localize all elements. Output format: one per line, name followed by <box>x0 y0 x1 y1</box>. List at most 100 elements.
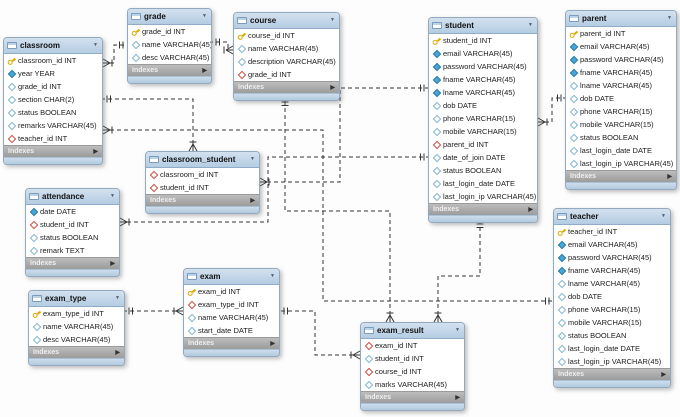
column-row[interactable]: last_login_date DATE <box>429 177 537 190</box>
indexes-bar[interactable]: Indexes ▶ <box>234 81 339 93</box>
column-row[interactable]: status BOOLEAN <box>566 131 676 144</box>
column-row[interactable]: phone VARCHAR(15) <box>429 112 537 125</box>
relationship-attendance-student[interactable] <box>119 153 428 227</box>
expand-icon[interactable]: ▶ <box>115 349 120 356</box>
column-row[interactable]: student_id INT <box>26 218 119 231</box>
column-row[interactable]: marks VARCHAR(45) <box>361 378 464 391</box>
table-attendance[interactable]: attendance ▼ date DATE student_id INT st… <box>25 188 120 277</box>
collapse-icon[interactable]: ▼ <box>250 156 255 162</box>
column-row[interactable]: last_login_ip VARCHAR(45) <box>429 190 537 203</box>
expand-icon[interactable]: ▶ <box>528 206 533 213</box>
column-row[interactable]: lname VARCHAR(45) <box>554 277 670 290</box>
column-row[interactable]: teacher_id INT <box>554 225 670 238</box>
indexes-bar[interactable]: Indexes ▶ <box>554 368 670 380</box>
relationship-classroom_student-classroom[interactable] <box>103 95 198 152</box>
column-row[interactable]: password VARCHAR(45) <box>554 251 670 264</box>
table-exam_type[interactable]: exam_type ▼ exam_type_id INT name VARCHA… <box>28 290 125 366</box>
column-row[interactable]: course_id INT <box>234 29 339 42</box>
column-row[interactable]: teacher_id INT <box>4 132 102 145</box>
column-row[interactable]: date_of_join DATE <box>429 151 537 164</box>
table-header[interactable]: student ▼ <box>429 18 537 34</box>
collapse-icon[interactable]: ▼ <box>667 15 672 21</box>
column-row[interactable]: phone VARCHAR(15) <box>554 303 670 316</box>
column-row[interactable]: remark TEXT <box>26 244 119 257</box>
indexes-bar[interactable]: Indexes ▶ <box>184 337 279 349</box>
column-row[interactable]: dob DATE <box>566 92 676 105</box>
table-header[interactable]: classroom ▼ <box>4 38 102 54</box>
column-row[interactable]: start_date DATE <box>184 324 279 337</box>
column-row[interactable]: description VARCHAR(45) <box>234 55 339 68</box>
table-header[interactable]: exam_type ▼ <box>29 291 124 307</box>
relationship-exam-exam_type[interactable] <box>125 306 184 316</box>
relationship-classroom-grade[interactable] <box>102 41 127 68</box>
column-row[interactable]: exam_type_id INT <box>29 307 124 320</box>
indexes-bar[interactable]: Indexes ▶ <box>146 194 259 206</box>
column-row[interactable]: status BOOLEAN <box>4 106 102 119</box>
collapse-icon[interactable]: ▼ <box>455 327 460 333</box>
expand-icon[interactable]: ▶ <box>202 67 207 74</box>
collapse-icon[interactable]: ▼ <box>330 17 335 23</box>
column-row[interactable]: lname VARCHAR(45) <box>429 86 537 99</box>
column-row[interactable]: fname VARCHAR(45) <box>566 66 676 79</box>
expand-icon[interactable]: ▶ <box>93 148 98 155</box>
column-row[interactable]: exam_type_id INT <box>184 298 279 311</box>
expand-icon[interactable]: ▶ <box>270 340 275 347</box>
column-row[interactable]: exam_id INT <box>361 339 464 352</box>
column-row[interactable]: last_login_date DATE <box>554 342 670 355</box>
column-row[interactable]: status BOOLEAN <box>429 164 537 177</box>
column-row[interactable]: grade_id INT <box>128 25 211 38</box>
collapse-icon[interactable]: ▼ <box>93 42 98 48</box>
column-row[interactable]: email VARCHAR(45) <box>566 40 676 53</box>
indexes-bar[interactable]: Indexes ▶ <box>566 170 676 182</box>
column-row[interactable]: phone VARCHAR(15) <box>566 105 676 118</box>
column-row[interactable]: name VARCHAR(45) <box>128 38 211 51</box>
expand-icon[interactable]: ▶ <box>250 197 255 204</box>
column-row[interactable]: dob DATE <box>554 290 670 303</box>
column-row[interactable]: classroom_id INT <box>4 54 102 67</box>
table-course[interactable]: course ▼ course_id INT name VARCHAR(45) … <box>233 12 340 101</box>
column-row[interactable]: remarks VARCHAR(45) <box>4 119 102 132</box>
column-row[interactable]: fname VARCHAR(45) <box>429 73 537 86</box>
column-row[interactable]: grade_id INT <box>4 80 102 93</box>
indexes-bar[interactable]: Indexes ▶ <box>128 64 211 76</box>
column-row[interactable]: classroom_id INT <box>146 168 259 181</box>
column-row[interactable]: section CHAR(2) <box>4 93 102 106</box>
table-header[interactable]: parent ▼ <box>566 11 676 27</box>
column-row[interactable]: parent_id INT <box>566 27 676 40</box>
column-row[interactable]: desc VARCHAR(45) <box>128 51 211 64</box>
relationship-course-grade[interactable] <box>212 38 234 55</box>
column-row[interactable]: last_login_ip VARCHAR(45) <box>554 355 670 368</box>
column-row[interactable]: course_id INT <box>361 365 464 378</box>
column-row[interactable]: grade_id INT <box>234 68 339 81</box>
indexes-bar[interactable]: Indexes ▶ <box>361 391 464 403</box>
column-row[interactable]: mobile VARCHAR(15) <box>566 118 676 131</box>
column-row[interactable]: last_login_ip VARCHAR(45) <box>566 157 676 170</box>
column-row[interactable]: name VARCHAR(45) <box>234 42 339 55</box>
relationship-exam_result-exam[interactable] <box>280 307 361 360</box>
table-student[interactable]: student ▼ student_id INT email VARCHAR(4… <box>428 17 538 223</box>
table-header[interactable]: exam_result ▼ <box>361 323 464 339</box>
collapse-icon[interactable]: ▼ <box>115 295 120 301</box>
expand-icon[interactable]: ▶ <box>330 84 335 91</box>
column-row[interactable]: status BOOLEAN <box>26 231 119 244</box>
column-row[interactable]: status BOOLEAN <box>554 329 670 342</box>
column-row[interactable]: dob DATE <box>429 99 537 112</box>
table-header[interactable]: exam ▼ <box>184 269 279 285</box>
column-row[interactable]: name VARCHAR(45) <box>184 311 279 324</box>
column-row[interactable]: fname VARCHAR(45) <box>554 264 670 277</box>
table-header[interactable]: teacher ▼ <box>554 209 670 225</box>
expand-icon[interactable]: ▶ <box>661 371 666 378</box>
column-row[interactable]: password VARCHAR(45) <box>566 53 676 66</box>
collapse-icon[interactable]: ▼ <box>661 213 666 219</box>
table-header[interactable]: attendance ▼ <box>26 189 119 205</box>
indexes-bar[interactable]: Indexes ▶ <box>26 257 119 269</box>
column-row[interactable]: date DATE <box>26 205 119 218</box>
collapse-icon[interactable]: ▼ <box>270 273 275 279</box>
indexes-bar[interactable]: Indexes ▶ <box>429 203 537 215</box>
table-classroom[interactable]: classroom ▼ classroom_id INT year YEAR g… <box>3 37 103 165</box>
column-row[interactable]: student_id INT <box>146 181 259 194</box>
column-row[interactable]: last_login_date DATE <box>566 144 676 157</box>
expand-icon[interactable]: ▶ <box>455 394 460 401</box>
collapse-icon[interactable]: ▼ <box>528 22 533 28</box>
relationship-exam_result-course[interactable] <box>281 98 395 323</box>
